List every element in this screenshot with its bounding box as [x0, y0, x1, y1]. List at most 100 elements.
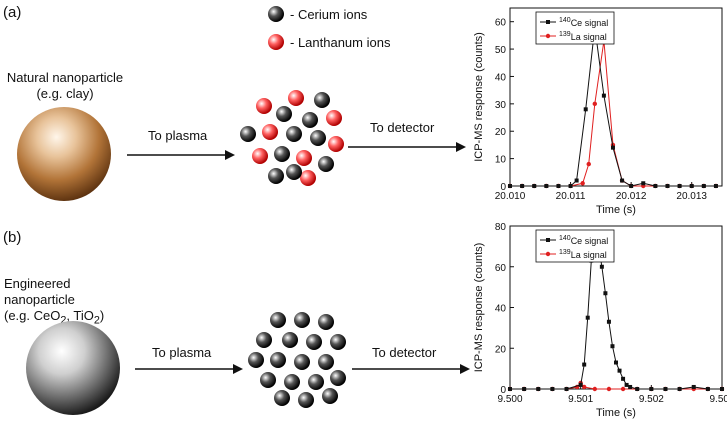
cerium-ion — [308, 374, 324, 390]
legend-series-name: La signal — [571, 32, 607, 42]
y-tick-label: 10 — [495, 155, 507, 166]
ce-data-point — [628, 384, 633, 389]
ce-data-point — [677, 387, 682, 391]
y-tick-label: 20 — [495, 127, 507, 138]
cerium-ion — [302, 112, 318, 128]
ion-legend: - Cerium ions - Lanthanum ions — [262, 2, 432, 52]
cerium-ion — [294, 312, 310, 328]
legend-label: 140Ce signal — [559, 17, 608, 28]
legend-marker — [545, 251, 551, 257]
ce-data-point — [641, 181, 646, 186]
engineered-particle-label: Engineered nanoparticle (e.g. CeO2, TiO2… — [0, 276, 144, 329]
ce-data-point — [532, 184, 537, 188]
legend-isotope: 140 — [559, 235, 571, 242]
legend-series-name: Ce signal — [571, 18, 609, 28]
la-data-point — [580, 181, 585, 186]
ce-data-point — [578, 382, 583, 387]
chart-legend — [535, 229, 615, 263]
engineered-nanoparticle — [26, 321, 120, 415]
ce-data-point — [629, 184, 634, 188]
cerium-ion — [318, 156, 334, 172]
lanthanum-ion-icon — [268, 34, 284, 50]
ce-data-point — [574, 178, 579, 183]
ce-data-point — [556, 184, 561, 188]
cerium-ion — [310, 130, 326, 146]
ce-data-point — [624, 382, 629, 387]
y-tick-label: 50 — [495, 45, 507, 56]
x-axis-label: Time (s) — [596, 204, 636, 216]
lanthanum-ion — [328, 136, 344, 152]
ce-data-point — [705, 387, 710, 391]
to-detector-label-b: To detector — [372, 345, 437, 360]
cerium-ion — [270, 352, 286, 368]
lanthanum-ion — [252, 148, 268, 164]
la-series-line — [510, 382, 722, 390]
cerium-ion — [240, 126, 256, 142]
to-plasma-arrow-b — [135, 364, 243, 374]
legend-isotope: 139 — [559, 31, 571, 38]
x-tick-label: 9.500 — [497, 394, 522, 405]
ce-data-point — [689, 184, 694, 188]
natural-nanoparticle — [17, 107, 111, 201]
ce-data-point — [614, 360, 618, 365]
ce-data-point — [610, 344, 615, 349]
to-plasma-arrow-a — [127, 150, 235, 160]
ce-data-point — [610, 145, 615, 150]
legend-series-name: Ce signal — [571, 236, 609, 246]
to-detector-arrow-b — [352, 364, 470, 374]
ce-data-point — [720, 387, 724, 391]
chart-legend — [535, 11, 615, 45]
to-plasma-label-a: To plasma — [148, 128, 208, 143]
panel-b-label: (b) — [3, 229, 22, 246]
ce-data-point — [508, 387, 512, 391]
ce-data-point — [621, 376, 626, 381]
y-tick-label: 60 — [495, 263, 507, 274]
cerium-ion — [298, 392, 314, 408]
y-tick-label: 60 — [495, 18, 507, 29]
cerium-ion — [314, 92, 330, 108]
x-tick-label: 9.503 — [709, 394, 727, 405]
y-tick-label: 0 — [500, 385, 506, 396]
cerium-ion — [282, 332, 298, 348]
ce-data-point — [564, 387, 569, 391]
legend-series-name: La signal — [571, 250, 607, 260]
cerium-ion — [294, 354, 310, 370]
ce-data-point — [522, 387, 527, 391]
y-tick-label: 40 — [495, 304, 507, 315]
cerium-legend-label: - Cerium ions — [290, 7, 368, 22]
cerium-ion — [284, 374, 300, 390]
ce-data-point — [599, 264, 604, 269]
x-tick-label: 20.011 — [556, 191, 586, 202]
ce-data-point — [635, 387, 640, 391]
y-tick-label: 30 — [495, 100, 507, 111]
ce-data-point — [603, 291, 608, 296]
ce-data-point — [520, 184, 525, 188]
legend-label: 140Ce signal — [559, 235, 608, 246]
mixed-ion-cluster — [240, 90, 344, 186]
y-axis-label: ICP-MS response (counts) — [473, 243, 485, 373]
cerium-ion — [268, 168, 284, 184]
natural-particle-example: (e.g. clay) — [36, 86, 94, 101]
legend-isotope: 140 — [559, 17, 571, 24]
to-detector-arrow-a — [348, 142, 466, 152]
lanthanum-ion — [288, 90, 304, 106]
x-tick-label: 9.501 — [568, 394, 593, 405]
engineered-particle-title: Engineered nanoparticle — [4, 276, 75, 307]
ce-data-point — [649, 387, 654, 391]
legend-marker — [545, 33, 551, 39]
legend-isotope: 139 — [559, 249, 571, 256]
y-tick-label: 40 — [495, 72, 507, 83]
ce-data-point — [665, 184, 670, 188]
ce-data-point — [508, 184, 512, 188]
ce-data-point — [583, 107, 588, 112]
lanthanum-ion — [296, 150, 312, 166]
legend-label: 139La signal — [559, 249, 607, 260]
ce-data-point — [585, 315, 590, 320]
la-data-point — [592, 386, 597, 392]
plot-frame — [509, 7, 723, 187]
cerium-ion — [274, 390, 290, 406]
x-tick-label: 20.013 — [676, 191, 707, 202]
legend-marker — [546, 20, 550, 24]
